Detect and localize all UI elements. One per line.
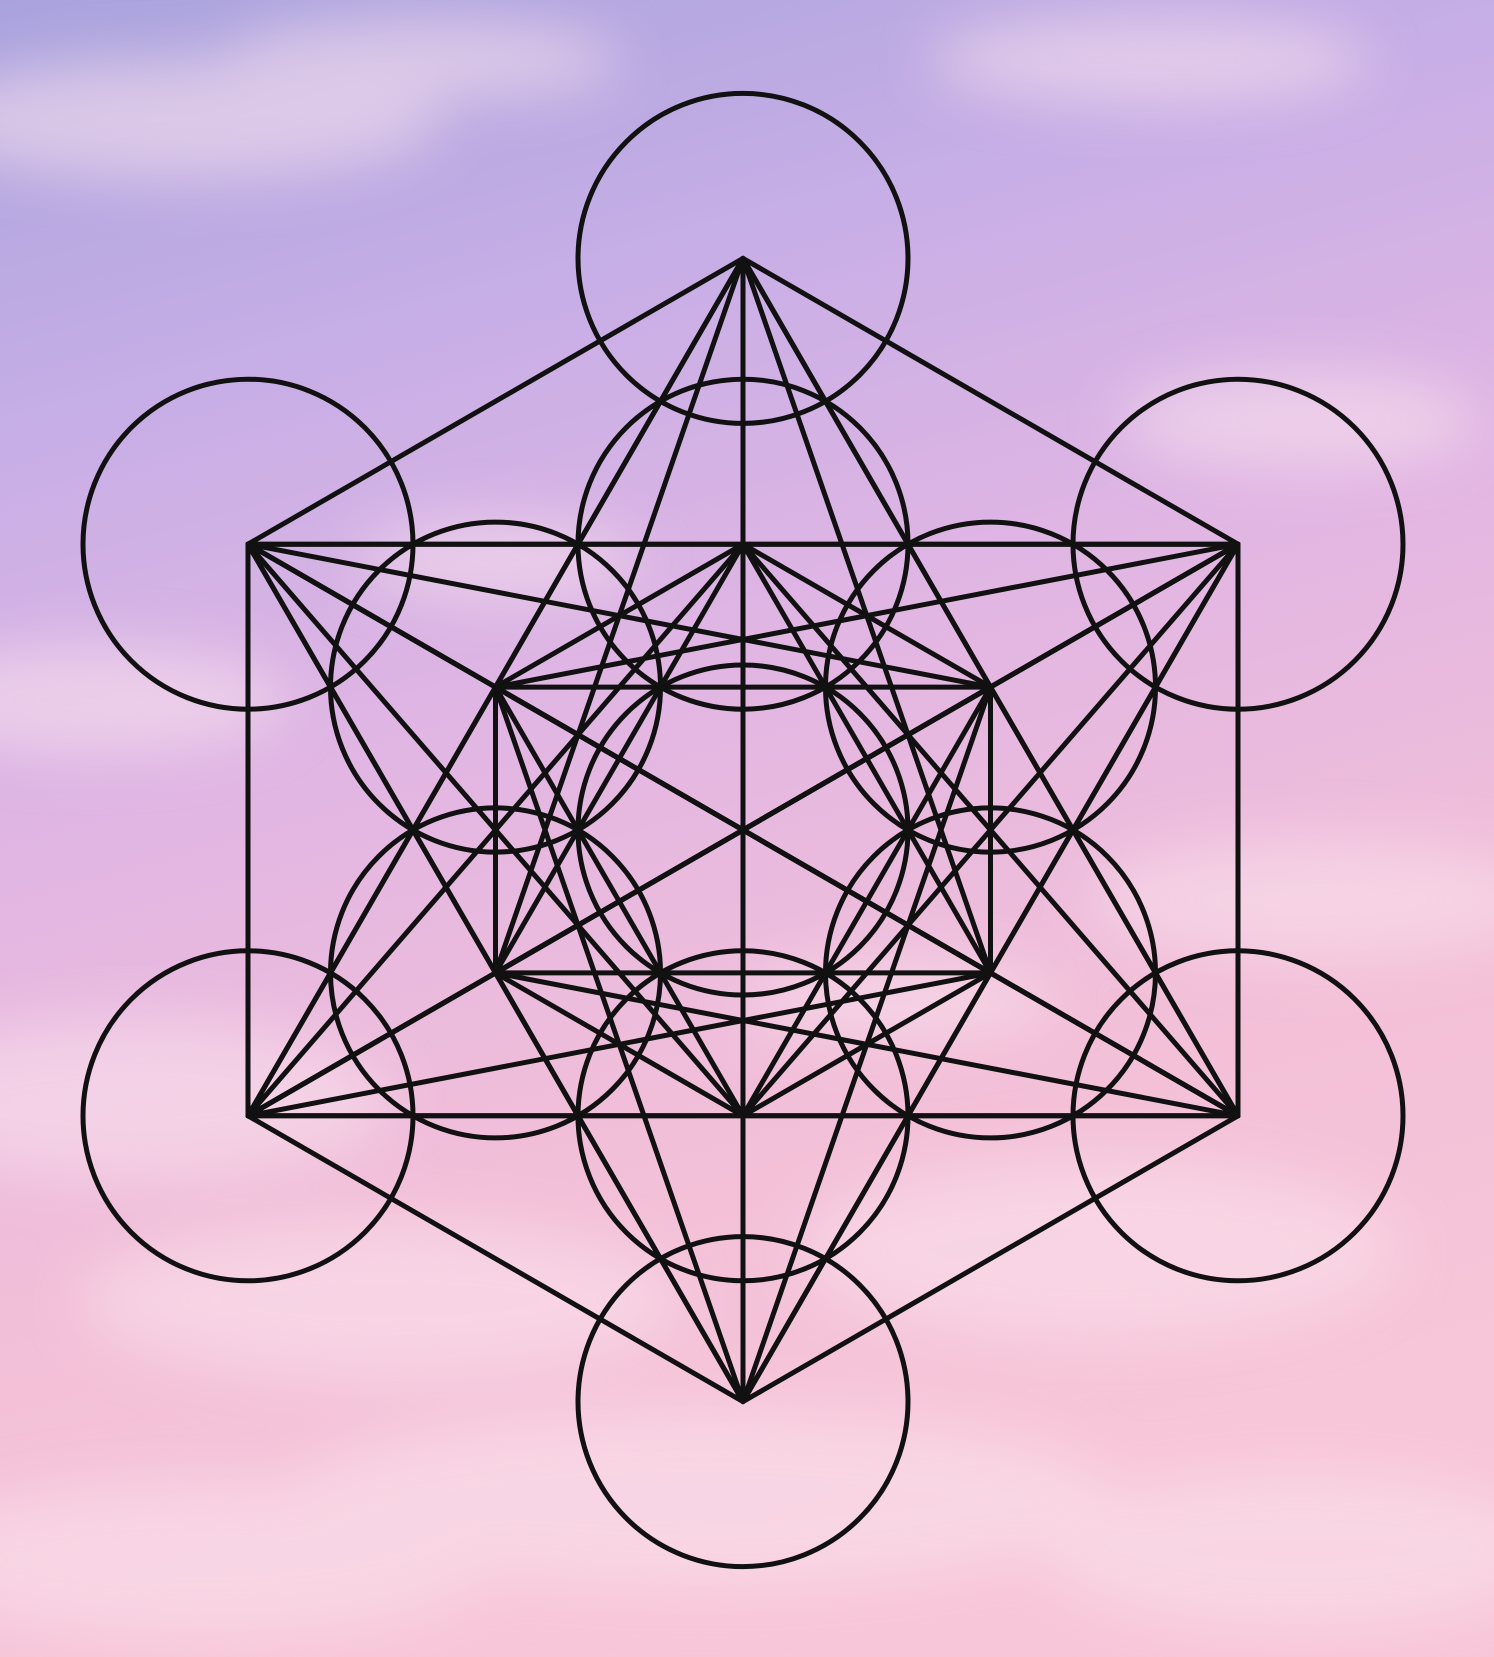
- connecting-line: [743, 258, 1238, 544]
- connecting-line: [248, 1116, 743, 1402]
- connecting-line: [248, 258, 743, 544]
- line-layer: [248, 258, 1238, 1401]
- connecting-line: [743, 1116, 1238, 1402]
